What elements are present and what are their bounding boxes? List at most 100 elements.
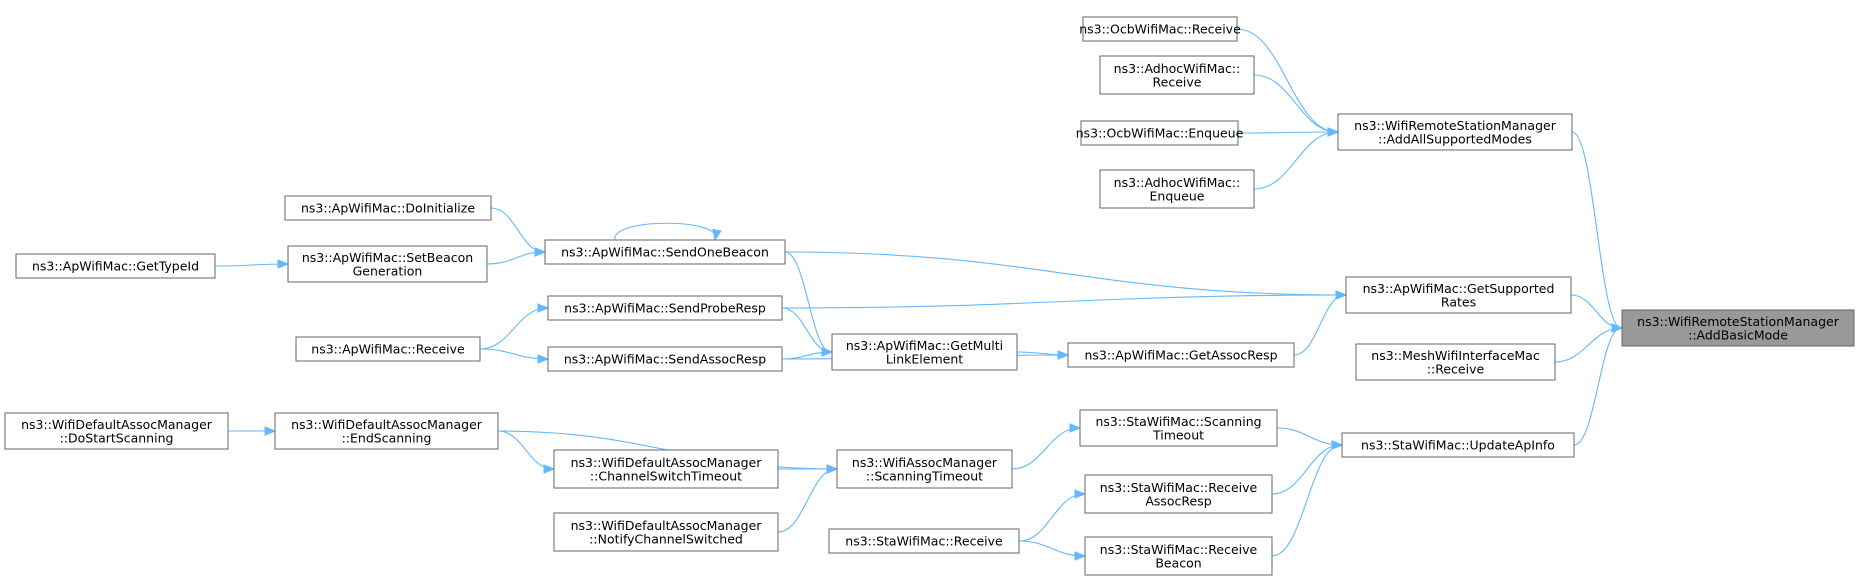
node-box: [274, 412, 499, 450]
call-edge: [1253, 74, 1340, 137]
function-node[interactable]: ns3::MeshWifiInterfaceMac::Receive: [1355, 343, 1556, 381]
node-label: Beacon: [1155, 555, 1201, 570]
node-box: [547, 295, 783, 321]
edge-line: [1018, 540, 1085, 557]
function-node[interactable]: ns3::ApWifiMac::GetAssocResp: [1067, 342, 1295, 368]
node-box: [15, 253, 216, 279]
node-label: LinkElement: [886, 351, 963, 366]
function-node[interactable]: ns3::WifiAssocManager::ScanningTimeout: [836, 449, 1013, 489]
node-box: [828, 528, 1020, 554]
edge-line: [479, 348, 548, 360]
node-label: ns3::OcbWifiMac::Receive: [1079, 22, 1241, 37]
call-edge: [777, 464, 839, 533]
edge-line: [1236, 28, 1338, 133]
function-node[interactable]: ns3::WifiRemoteStationManager::AddAllSup…: [1337, 113, 1573, 151]
function-node[interactable]: ns3::ApWifiMac::SendOneBeacon: [544, 239, 786, 265]
function-node[interactable]: ns3::WifiRemoteStationManager::AddBasicM…: [1621, 309, 1855, 347]
edge-line: [1011, 427, 1080, 470]
node-label: ns3::ApWifiMac::GetTypeId: [32, 259, 199, 274]
function-node[interactable]: ns3::ApWifiMac::Receive: [295, 336, 481, 362]
node-box: [553, 512, 779, 552]
nodes: ns3::WifiRemoteStationManager::AddBasicM…: [4, 16, 1855, 576]
edge-arrowhead: [1074, 551, 1087, 561]
node-box: [544, 239, 786, 265]
node-label: ::AddBasicMode: [1688, 327, 1788, 342]
call-edge: [784, 251, 1348, 300]
function-node[interactable]: ns3::WifiDefaultAssocManager::ChannelSwi…: [553, 449, 779, 489]
edge-arrowhead: [1331, 440, 1344, 450]
node-box: [287, 245, 488, 283]
function-node[interactable]: ns3::ApWifiMac::GetTypeId: [15, 253, 216, 279]
node-label: ns3::StaWifiMac::Receive: [1100, 480, 1258, 495]
edge-arrowhead: [537, 354, 550, 364]
edge-arrowhead: [277, 259, 290, 269]
call-edge: [1011, 423, 1082, 470]
node-label: ns3::OcbWifiMac::Enqueue: [1076, 126, 1244, 141]
node-label: ns3::ApWifiMac::SendProbeResp: [564, 301, 766, 316]
node-label: ns3::WifiDefaultAssocManager: [291, 417, 483, 432]
edge-line: [1573, 327, 1622, 446]
node-label: ns3::AdhocWifiMac::: [1114, 61, 1241, 76]
node-label: ns3::StaWifiMac::Receive: [845, 534, 1003, 549]
call-edge: [486, 247, 547, 265]
edge-line: [1253, 74, 1338, 133]
function-node[interactable]: ns3::ApWifiMac::DoInitialize: [284, 195, 492, 221]
node-box: [1079, 409, 1278, 447]
edge-line: [1276, 427, 1342, 446]
node-label: ::EndScanning: [342, 430, 432, 445]
node-label: ::ChannelSwitchTimeout: [590, 468, 742, 483]
node-label: ns3::WifiDefaultAssocManager: [21, 417, 213, 432]
node-label: ns3::ApWifiMac::GetMulti: [846, 338, 1003, 353]
call-edge: [1018, 540, 1087, 561]
node-box: [1341, 432, 1575, 458]
edge-line: [784, 251, 1346, 296]
node-label: ns3::StaWifiMac::Receive: [1100, 542, 1258, 557]
function-node[interactable]: ns3::OcbWifiMac::Receive: [1079, 16, 1241, 42]
node-label: ns3::WifiRemoteStationManager: [1354, 118, 1557, 133]
node-box: [1355, 343, 1556, 381]
node-label: ns3::ApWifiMac::Receive: [311, 342, 465, 357]
edge-line: [479, 307, 548, 350]
node-box: [547, 346, 783, 372]
node-label: Generation: [353, 263, 423, 278]
call-edge: [1573, 323, 1624, 446]
function-node[interactable]: ns3::ApWifiMac::SendProbeResp: [547, 295, 783, 321]
edge-line: [1570, 294, 1622, 329]
node-label: ::DoStartScanning: [60, 430, 174, 445]
node-box: [1337, 113, 1573, 151]
node-label: ns3::WifiRemoteStationManager: [1637, 314, 1840, 329]
node-label: AssocResp: [1145, 493, 1211, 508]
edge-arrowhead: [543, 464, 556, 474]
node-label: ns3::ApWifiMac::SendOneBeacon: [561, 245, 769, 260]
function-node[interactable]: ns3::AdhocWifiMac::Receive: [1099, 55, 1255, 95]
node-label: Enqueue: [1150, 188, 1205, 203]
call-edge: [479, 348, 550, 364]
function-node[interactable]: ns3::OcbWifiMac::Enqueue: [1076, 120, 1244, 146]
edge-line: [1554, 327, 1622, 363]
edge-arrowhead: [821, 347, 834, 357]
function-node[interactable]: ns3::AdhocWifiMac::Enqueue: [1099, 169, 1255, 209]
function-node[interactable]: ns3::WifiDefaultAssocManager::NotifyChan…: [553, 512, 779, 552]
edge-line: [214, 263, 288, 267]
node-box: [4, 412, 229, 450]
function-node[interactable]: ns3::StaWifiMac::UpdateApInfo: [1341, 432, 1575, 458]
edge-line: [777, 468, 837, 533]
call-edge: [784, 251, 834, 357]
function-node[interactable]: ns3::StaWifiMac::Receive: [828, 528, 1020, 554]
call-edge: [614, 222, 722, 242]
function-node[interactable]: ns3::StaWifiMac::ScanningTimeout: [1079, 409, 1278, 447]
node-box: [1345, 276, 1572, 314]
node-label: ns3::ApWifiMac::GetSupported: [1363, 281, 1555, 296]
call-edge: [1271, 440, 1344, 557]
function-node[interactable]: ns3::WifiDefaultAssocManager::EndScannin…: [274, 412, 499, 450]
node-label: ::Receive: [1427, 361, 1485, 376]
function-node[interactable]: ns3::ApWifiMac::SendAssocResp: [547, 346, 783, 372]
node-label: ns3::WifiDefaultAssocManager: [571, 455, 763, 470]
function-node[interactable]: ns3::WifiDefaultAssocManager::DoStartSca…: [4, 412, 229, 450]
node-label: ns3::AdhocWifiMac::: [1114, 175, 1241, 190]
